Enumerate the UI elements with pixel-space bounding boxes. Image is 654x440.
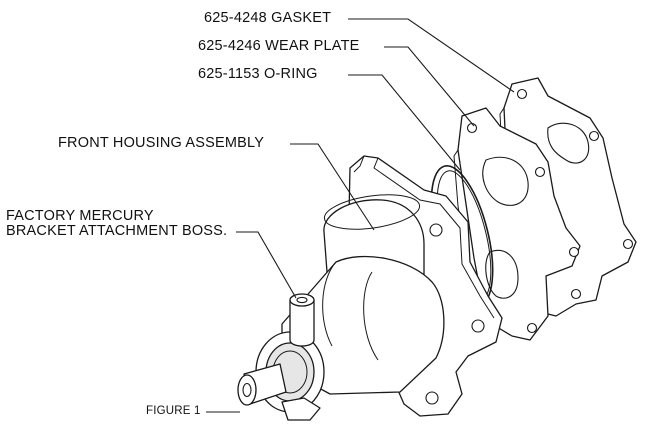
gasket-callout: 625-4248 GASKET <box>204 10 332 26</box>
o-ring-leader-line <box>348 74 461 171</box>
housing-bolt-hole <box>471 319 485 333</box>
gasket-leader-line <box>348 18 515 93</box>
wear-plate-callout: 625-4246 WEAR PLATE <box>198 38 360 54</box>
wear-plate-bolt-hole <box>534 166 546 178</box>
wear-plate-bolt-hole <box>466 122 478 134</box>
wear-plate-bolt-hole <box>526 322 538 334</box>
gasket-bolt-hole <box>516 88 528 100</box>
wear-plate-bolt-hole <box>568 246 580 258</box>
housing-bolt-hole <box>429 223 443 237</box>
boss-callout-line2: BRACKET ATTACHMENT BOSS. <box>6 223 228 239</box>
front-housing-callout: FRONT HOUSING ASSEMBLY <box>58 135 265 151</box>
gasket-bolt-hole <box>570 288 582 300</box>
figure-label: FIGURE 1 <box>146 405 201 417</box>
gasket-bolt-hole <box>588 130 600 142</box>
wear-plate-leader-line <box>384 46 475 127</box>
boss-callout-line1: FACTORY MERCURY <box>6 208 154 224</box>
gasket-bolt-hole <box>622 238 634 250</box>
front-housing-part <box>237 155 503 421</box>
front-housing-leader-line <box>290 143 375 231</box>
housing-bolt-hole <box>425 391 439 405</box>
boss-leader-line <box>236 231 297 299</box>
o-ring-callout: 625-1153 O-RING <box>198 66 318 82</box>
